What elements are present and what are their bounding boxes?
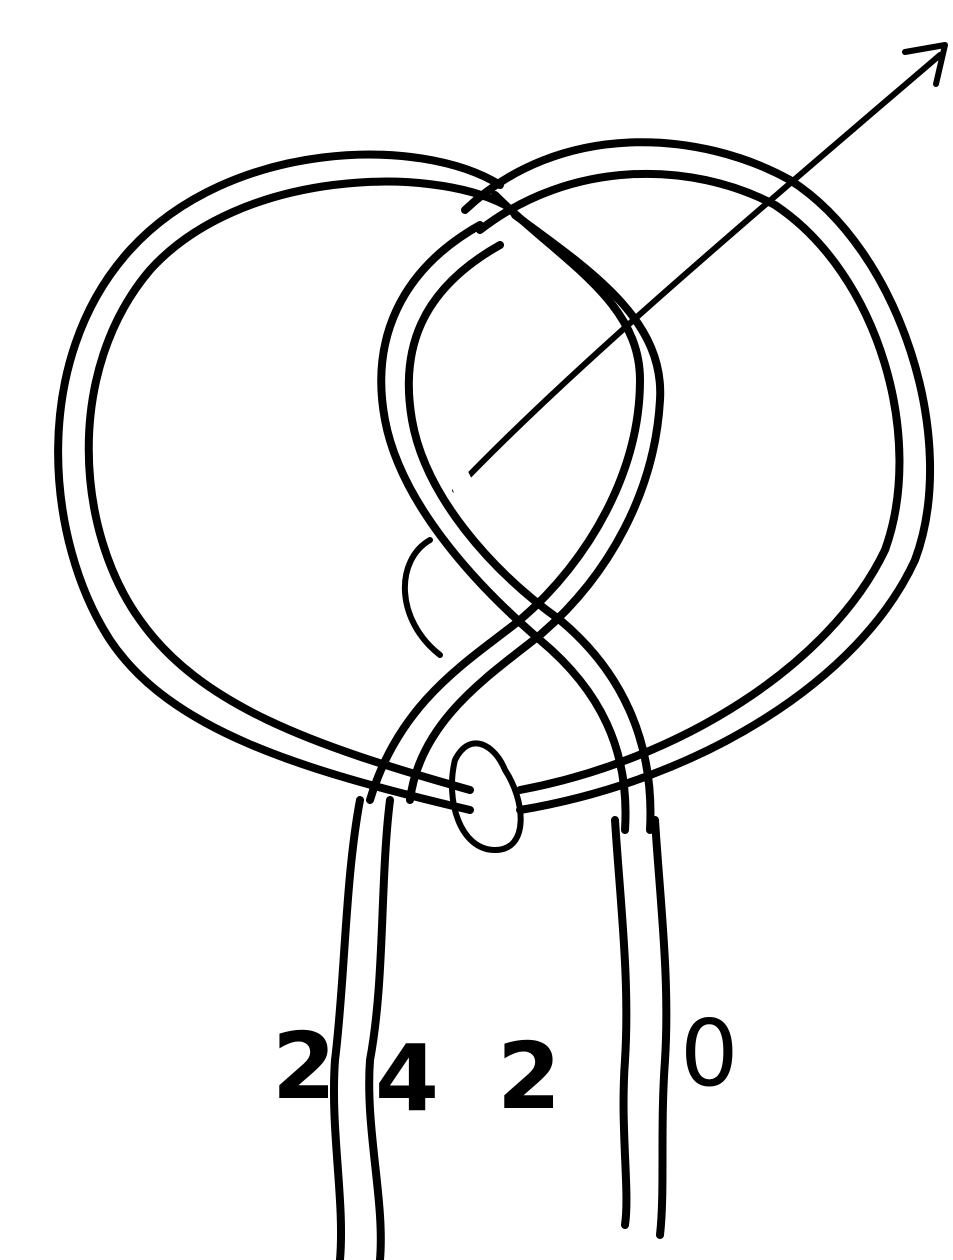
- hook: [452, 743, 521, 850]
- strand-label-1: 2: [272, 1013, 336, 1120]
- right-loop: [465, 142, 930, 810]
- strand-label-3: 2: [497, 1023, 561, 1130]
- arrow-shaft: [455, 55, 940, 490]
- strand-label-4: 0: [680, 1000, 739, 1107]
- inner-twist: [370, 195, 660, 850]
- strand-label-2: 4: [375, 1025, 439, 1132]
